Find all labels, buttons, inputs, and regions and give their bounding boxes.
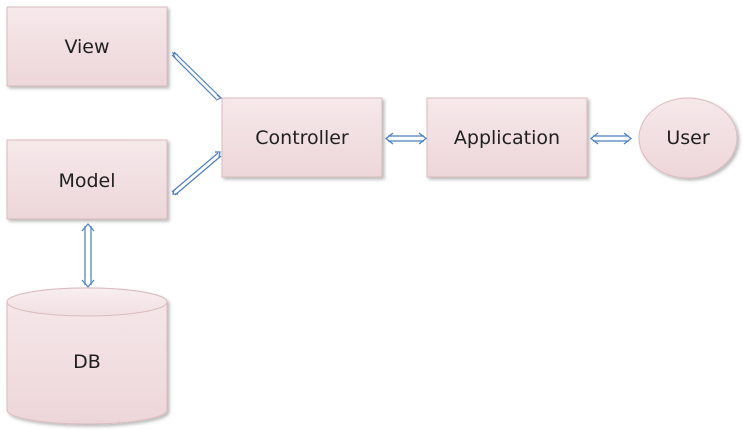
model-db-connector [81,223,95,288]
db-node: DB [6,287,168,425]
db-label: DB [73,351,101,373]
view-controller-connector [171,51,223,101]
model-controller-connector [171,151,222,196]
controller-application-connector [385,132,427,145]
application-node: Application [426,97,588,178]
application-label: Application [454,127,560,149]
application-user-connector [590,132,632,145]
controller-node: Controller [221,97,383,178]
user-label: User [666,127,709,149]
user-node: User [638,97,738,179]
model-node: Model [6,139,168,220]
view-node: View [6,6,168,87]
view-label: View [64,36,109,58]
model-label: Model [58,170,115,192]
controller-label: Controller [255,127,349,149]
